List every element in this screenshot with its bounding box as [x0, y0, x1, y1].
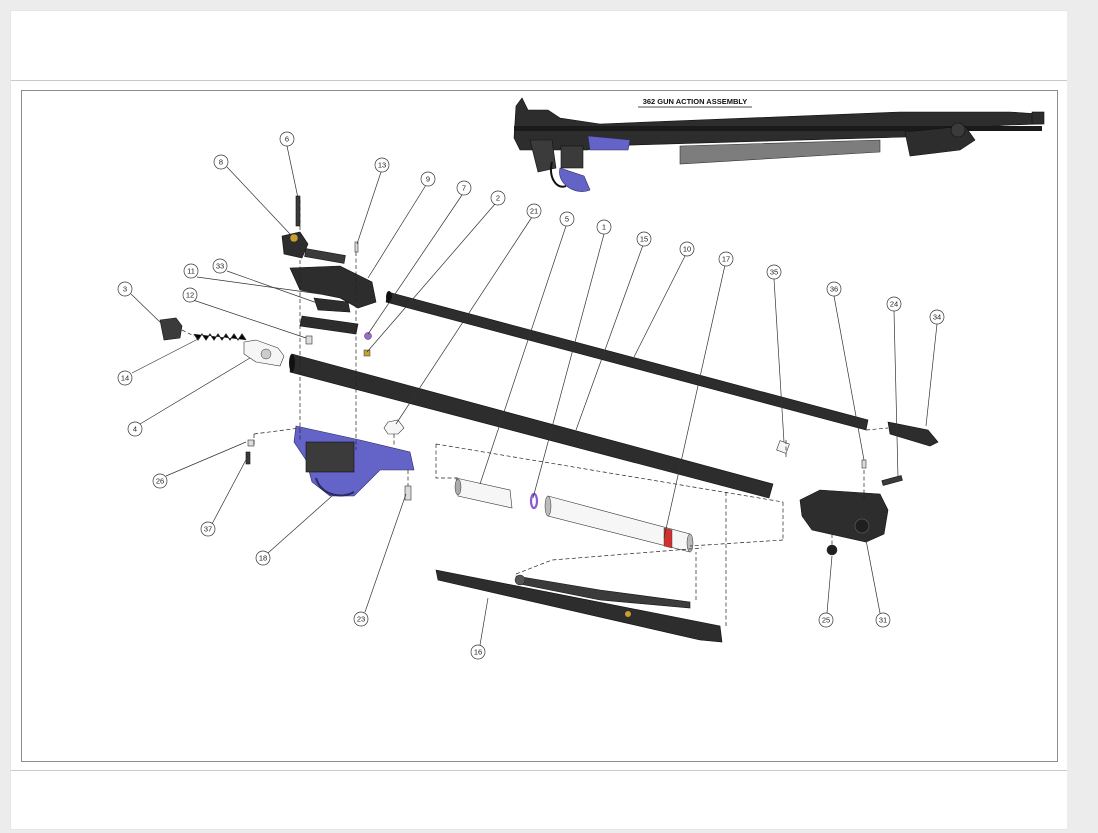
- svg-text:7: 7: [462, 184, 466, 193]
- callout-25: 25: [818, 612, 834, 628]
- cocking-lever-part-16: [435, 569, 723, 643]
- callout-3: 3: [117, 281, 133, 297]
- callout-9: 9: [420, 171, 436, 187]
- barrel-block-part-31: [799, 489, 889, 543]
- callout-11: 11: [183, 263, 199, 279]
- svg-text:10: 10: [683, 245, 691, 254]
- svg-text:4: 4: [133, 425, 137, 434]
- bolt-part-11: [313, 297, 351, 313]
- spring-part-14: [193, 333, 247, 341]
- end-cap-part-3: [159, 317, 183, 341]
- svg-text:2: 2: [496, 194, 500, 203]
- svg-text:3: 3: [123, 285, 127, 294]
- callout-21: 21: [526, 203, 542, 219]
- svg-text:12: 12: [186, 291, 194, 300]
- callout-4: 4: [127, 421, 143, 437]
- screw-part-37: [245, 451, 251, 465]
- callout-14: 14: [117, 370, 133, 386]
- svg-text:34: 34: [933, 313, 941, 322]
- screw-part-2: [363, 349, 371, 357]
- trigger-guard-part-18: [293, 425, 415, 497]
- svg-text:6: 6: [285, 135, 289, 144]
- callout-13: 13: [374, 157, 390, 173]
- piston-part-5: [455, 477, 513, 509]
- callout-6: 6: [279, 131, 295, 147]
- svg-text:8: 8: [219, 158, 223, 167]
- callout-31: 31: [875, 612, 891, 628]
- callout-24: 24: [886, 296, 902, 312]
- callout-17: 17: [718, 251, 734, 267]
- screw-part-23: [404, 485, 412, 501]
- pin-part-13: [354, 241, 359, 253]
- svg-text:15: 15: [640, 235, 648, 244]
- pin-part-35: [776, 440, 790, 454]
- svg-text:25: 25: [822, 616, 830, 625]
- front-sight-part-34: [887, 421, 939, 447]
- callout-1: 1: [596, 219, 612, 235]
- callout-15: 15: [636, 231, 652, 247]
- svg-text:36: 36: [830, 285, 838, 294]
- nut-part-21: [383, 419, 405, 435]
- callout-33: 33: [212, 258, 228, 274]
- callout-16: 16: [470, 644, 486, 660]
- drawing-title: 362 GUN ACTION ASSEMBLY: [643, 97, 748, 106]
- callout-36: 36: [826, 281, 842, 297]
- svg-text:5: 5: [565, 215, 569, 224]
- svg-text:23: 23: [357, 615, 365, 624]
- assembled-gun-image: [513, 97, 1045, 192]
- screw-part-26: [247, 439, 255, 447]
- svg-text:24: 24: [890, 300, 898, 309]
- callout-34: 34: [929, 309, 945, 325]
- svg-text:21: 21: [530, 207, 538, 216]
- svg-text:33: 33: [216, 262, 224, 271]
- nut-part-25: [826, 544, 838, 556]
- callout-2: 2: [490, 190, 506, 206]
- svg-text:17: 17: [722, 255, 730, 264]
- pin-part-36: [861, 459, 867, 469]
- callout-12: 12: [182, 287, 198, 303]
- svg-text:26: 26: [156, 477, 164, 486]
- breech-block-part-33: [289, 265, 377, 309]
- svg-text:35: 35: [770, 268, 778, 277]
- assembly-lines: [181, 200, 889, 626]
- callout-35: 35: [766, 264, 782, 280]
- callout-37: 37: [200, 521, 216, 537]
- svg-text:18: 18: [259, 554, 267, 563]
- callout-23: 23: [353, 611, 369, 627]
- svg-text:13: 13: [378, 161, 386, 170]
- callout-26: 26: [152, 473, 168, 489]
- page-gutter: [1067, 11, 1081, 829]
- callout-7: 7: [456, 180, 472, 196]
- screw-part-6: [295, 195, 301, 227]
- callouts: 6 8 13 9 7 2 21 5 1 15 10 17 35 36 24 34…: [117, 131, 945, 660]
- svg-text:14: 14: [121, 374, 129, 383]
- svg-text:16: 16: [474, 648, 482, 657]
- callout-18: 18: [255, 550, 271, 566]
- ball-part-7: [364, 332, 372, 340]
- svg-text:1: 1: [602, 223, 606, 232]
- callout-10: 10: [679, 241, 695, 257]
- pin-part-12: [305, 335, 313, 345]
- screw-part-24: [881, 475, 903, 486]
- callout-8: 8: [213, 154, 229, 170]
- svg-text:9: 9: [426, 175, 430, 184]
- drawing-border-frame: [21, 90, 1058, 762]
- leader-lines: [130, 145, 938, 646]
- svg-text:31: 31: [879, 616, 887, 625]
- rear-sight-part-8: [281, 231, 309, 259]
- svg-text:11: 11: [187, 267, 195, 276]
- svg-text:37: 37: [204, 525, 212, 534]
- callout-5: 5: [559, 211, 575, 227]
- o-ring-part-1: [529, 492, 539, 510]
